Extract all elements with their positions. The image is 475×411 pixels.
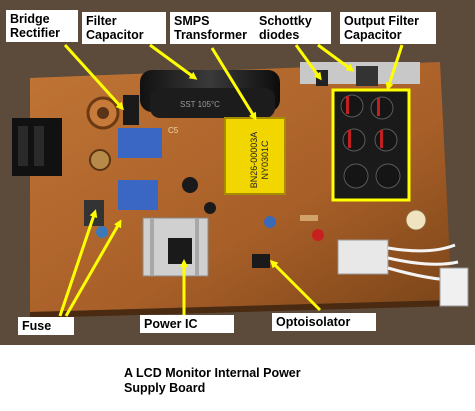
power-ic-heatsink-fin — [150, 218, 154, 276]
output-capacitor-stripe — [377, 98, 380, 116]
small-capacitor — [182, 177, 198, 193]
arrow-output-filter-capacitor — [385, 44, 404, 91]
output-capacitor — [370, 96, 394, 120]
arrow-fuse-1 — [58, 209, 98, 317]
label-filter-capacitor: Filter Capacitor — [82, 12, 166, 44]
image-caption: A LCD Monitor Internal Power Supply Boar… — [120, 364, 328, 398]
arrow-schottky-diodes-1 — [294, 44, 322, 81]
arrow-fuse-2 — [64, 219, 122, 317]
output-capacitor — [374, 128, 398, 152]
output-capacitor-stripe — [380, 130, 383, 148]
arrow-schottky-diodes-2 — [317, 43, 355, 72]
label-optoisolator: Optoisolator — [272, 313, 376, 331]
arrow-bridge-rectifier — [63, 43, 125, 111]
transformer-code-text-2: NY0301C — [260, 140, 270, 180]
output-capacitor — [340, 94, 364, 118]
ac-input-connector-slot — [18, 126, 28, 166]
line-filter-choke-2 — [118, 180, 158, 210]
schottky-diode-1 — [316, 70, 328, 86]
arrow-optoisolator — [269, 259, 322, 312]
toroidal-inductor-core — [97, 107, 109, 119]
bridge-rectifier-component — [123, 95, 139, 125]
line-filter-coil — [89, 149, 111, 171]
line-filter-choke — [118, 128, 162, 158]
output-capacitor-stripe — [348, 130, 351, 148]
resistor — [300, 215, 318, 221]
power-ic-heatsink-fin — [195, 218, 199, 276]
small-capacitor — [405, 209, 427, 231]
schottky-diode-2 — [356, 66, 378, 86]
smps-transformer — [224, 117, 286, 195]
arrow-smps-transformer — [210, 47, 257, 121]
ac-input-connector-slot — [34, 126, 44, 166]
filter-capacitor-marking-2: SST 105°C — [180, 100, 220, 109]
label-fuse: Fuse — [18, 317, 74, 335]
small-capacitor — [312, 229, 324, 241]
output-connector-2 — [439, 267, 469, 307]
arrow-filter-capacitor — [149, 43, 198, 80]
output-capacitor-stripe — [346, 96, 349, 114]
power-ic-chip — [168, 238, 192, 264]
small-capacitor — [204, 202, 216, 214]
pcb-edge-shadow — [30, 300, 452, 318]
label-bridge-rectifier: Bridge Rectifier — [6, 10, 78, 42]
fuse-varistor — [96, 226, 108, 238]
silkscreen-c5: C5 — [168, 126, 179, 135]
label-schottky-diodes: Schottky diodes — [255, 12, 331, 44]
optoisolator-chip — [252, 254, 270, 268]
filter-capacitor-body-2 — [150, 88, 275, 118]
label-output-filter-capacitor: Output Filter Capacitor — [340, 12, 436, 44]
label-smps-transformer: SMPS Transformer — [170, 12, 258, 44]
output-capacitor — [342, 128, 366, 152]
label-power-ic: Power IC — [140, 315, 234, 333]
output-connector — [337, 239, 389, 275]
output-capacitor — [343, 163, 369, 189]
small-capacitor — [264, 216, 276, 228]
transformer-code-text: BN26-00003A — [249, 132, 259, 189]
output-capacitor — [375, 163, 401, 189]
